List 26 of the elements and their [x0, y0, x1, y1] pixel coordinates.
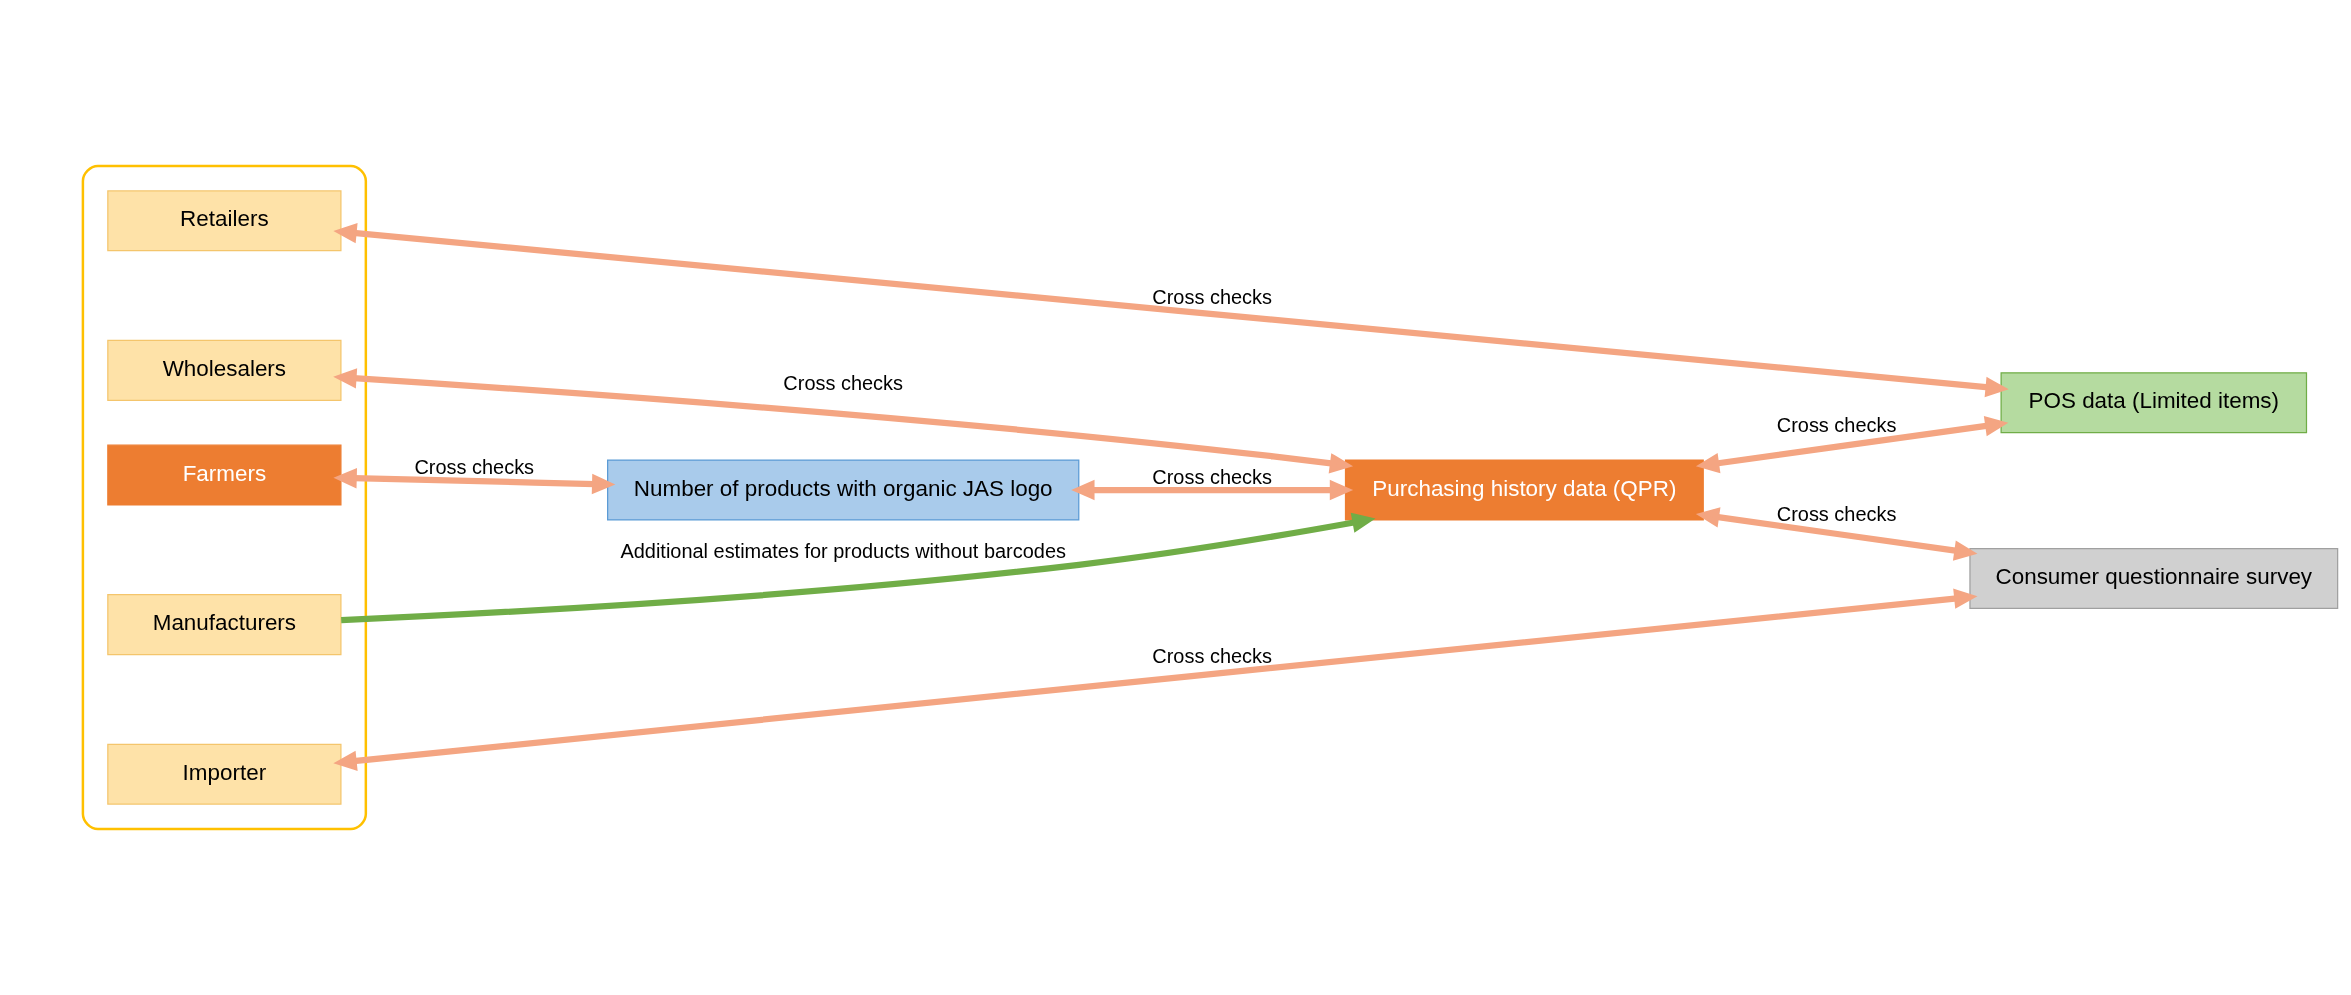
arrow [1071, 479, 1354, 501]
edge-label: Cross checks [1152, 286, 1272, 309]
edge-label: Cross checks [414, 455, 535, 478]
node-box: Purchasing history data (QPR) [1344, 459, 1704, 521]
node-box: Importer [107, 743, 342, 805]
arrow [333, 223, 2009, 398]
edge-label: Cross checks [783, 372, 904, 395]
edge-label: Cross checks [1152, 465, 1272, 488]
arrow [1695, 415, 2009, 474]
arrow [333, 588, 1978, 772]
node-box: Consumer questionnaire survey [1969, 547, 2339, 610]
arrow [333, 468, 616, 495]
edge-label: Cross checks [1152, 645, 1272, 668]
node-box: Wholesalers [107, 339, 342, 401]
cluster [81, 164, 368, 831]
edge-label: Cross checks [1776, 502, 1897, 525]
node-box: Manufacturers [107, 594, 342, 656]
node-box: POS data (Limited items) [2000, 372, 2308, 434]
node-box: Farmers [107, 444, 342, 506]
arrow [333, 368, 1354, 474]
edge-label: Cross checks [1776, 414, 1897, 437]
node-box: Number of products with organic JAS logo [607, 459, 1080, 521]
edge-label: Additional estimates for products without barcodes [620, 540, 1066, 563]
arrow [341, 512, 1376, 624]
node-box: Retailers [107, 190, 342, 252]
arrow [1695, 507, 1978, 561]
